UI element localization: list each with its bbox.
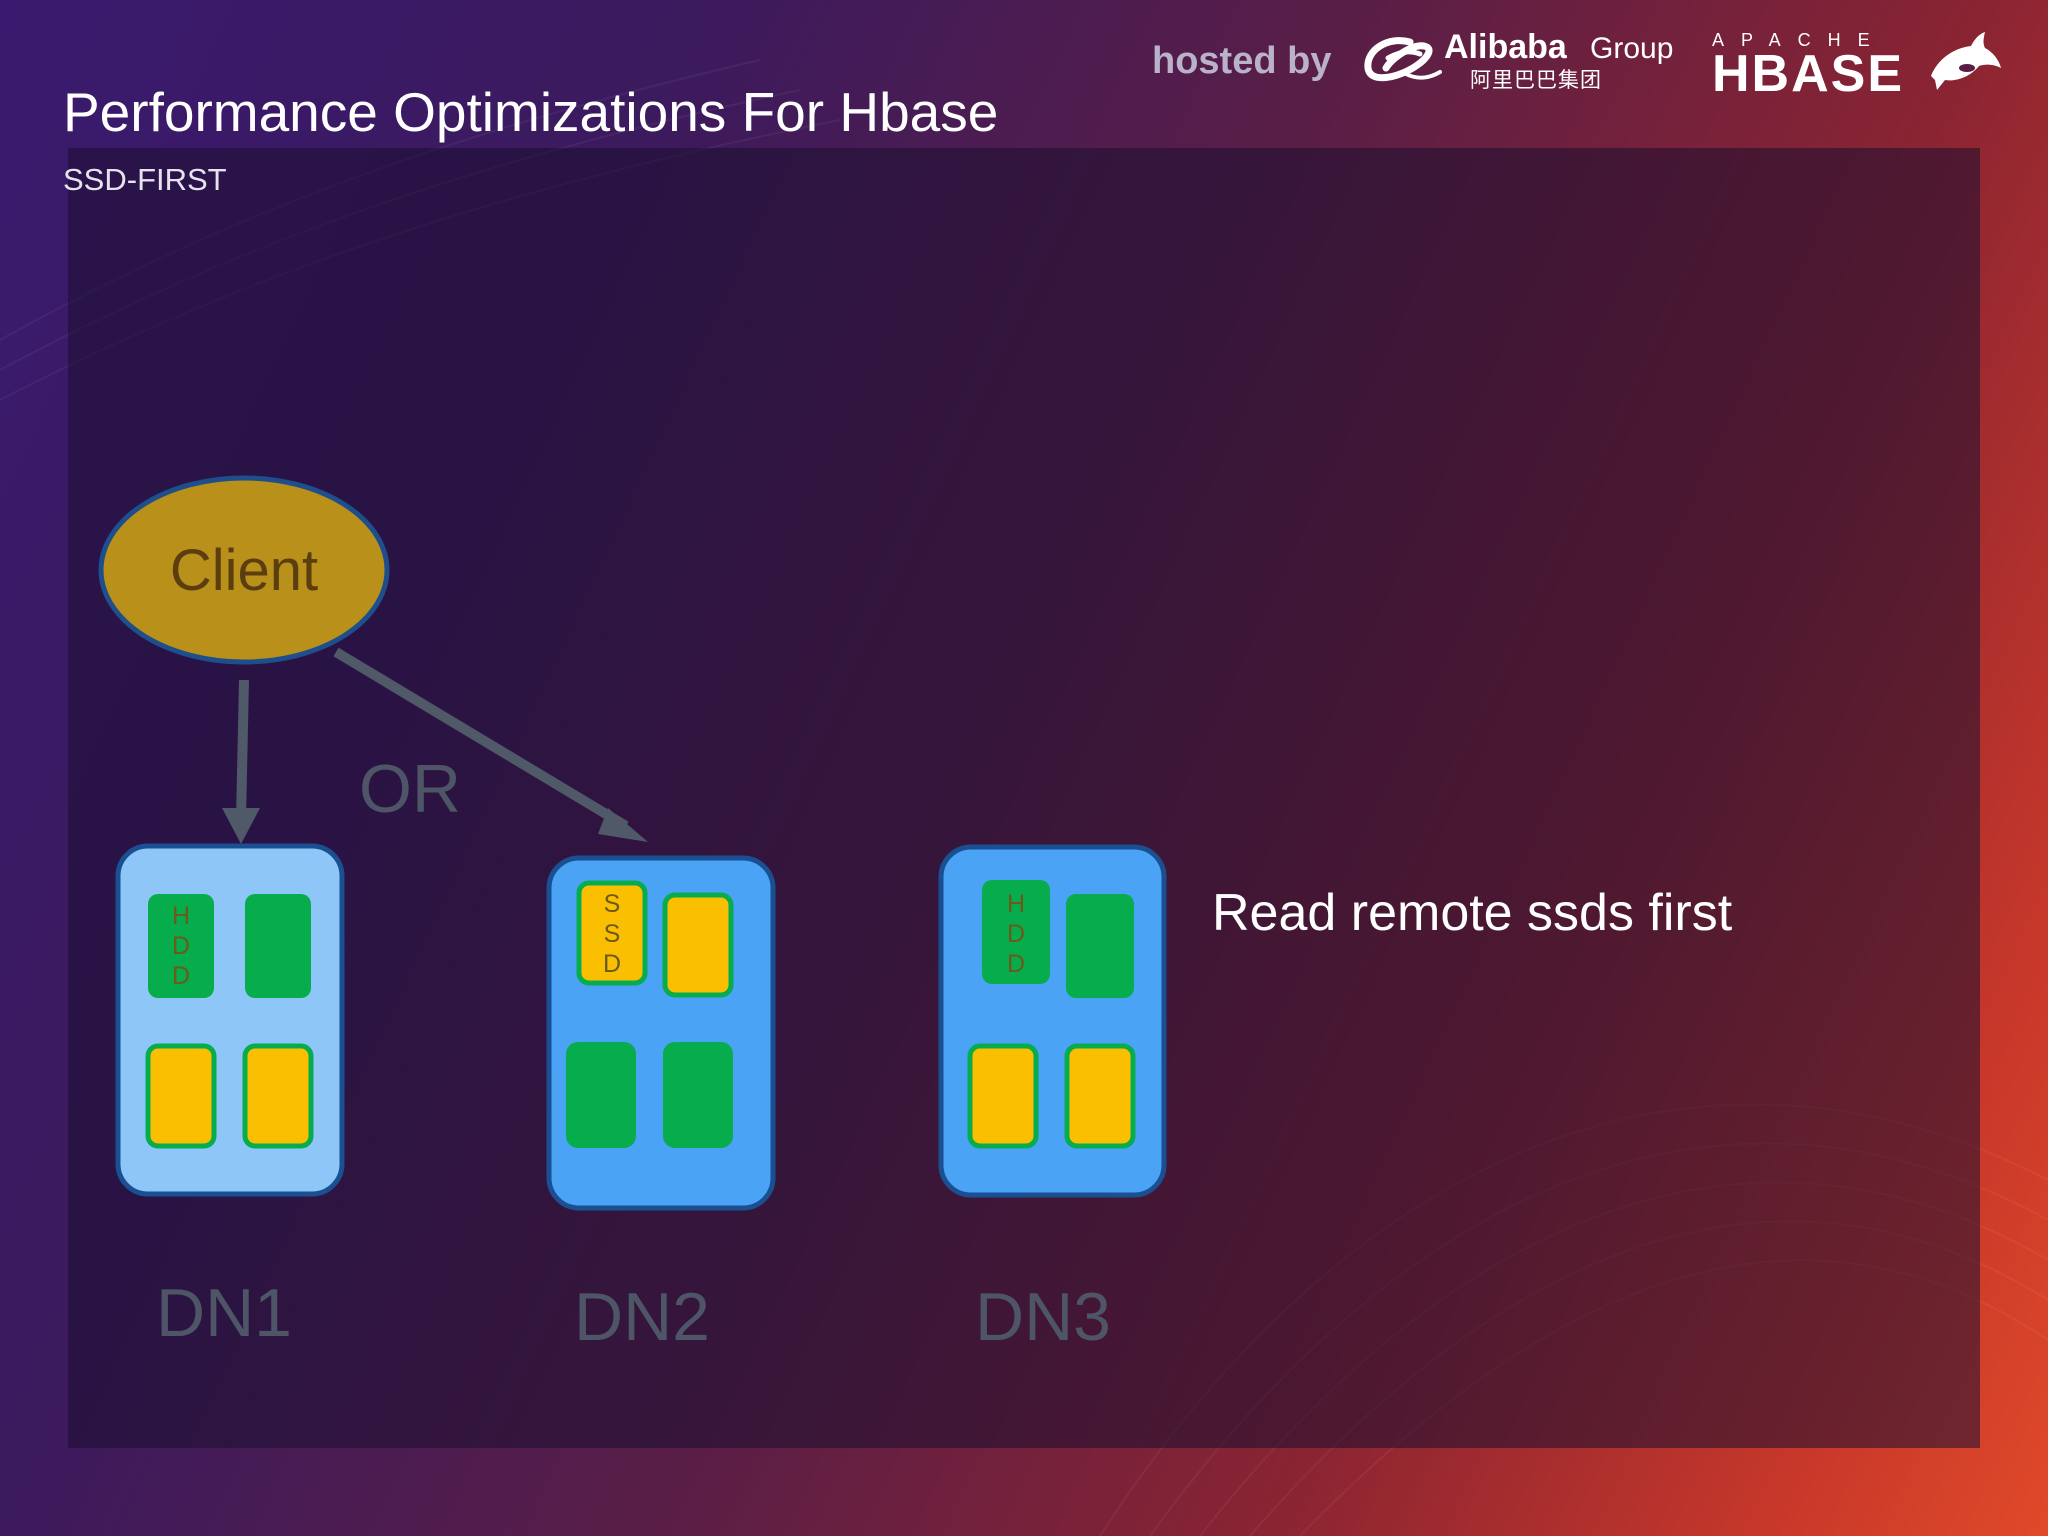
dn1-label: DN1 — [156, 1275, 292, 1351]
dn2-disk-letter: D — [603, 950, 621, 978]
or-label: OR — [359, 751, 461, 827]
slide-header: Performance Optimizations For Hbase SSD-… — [0, 0, 2048, 220]
dn2-disk-letter: S — [604, 890, 621, 918]
arrow-to-dn2 — [333, 647, 629, 831]
dn1-hdd-disk — [148, 894, 214, 998]
alibaba-chinese-name: 阿里巴巴集团 — [1470, 69, 1602, 92]
dn3-disk-letter: D — [1007, 950, 1025, 978]
dn2-disk-letter: S — [604, 920, 621, 948]
apache-hbase-logo: APACHE HBASE — [1712, 30, 2002, 103]
dn1-disk-letter: H — [172, 902, 190, 930]
orca-icon — [1931, 32, 2001, 90]
alibaba-name: Alibaba — [1444, 28, 1567, 66]
dn3-node: H D D — [938, 844, 1167, 1198]
dn2-disk — [566, 1042, 636, 1148]
content-panel — [68, 148, 1980, 1448]
dn1-disk — [145, 1043, 217, 1149]
arrow-to-dn1 — [236, 679, 249, 821]
dn3-hdd-disk — [982, 880, 1050, 984]
dn2-node: S S D — [546, 855, 776, 1211]
page-title: Performance Optimizations For Hbase — [63, 81, 999, 143]
dn3-label: DN3 — [975, 1279, 1111, 1355]
dn3-disk — [1064, 1043, 1136, 1149]
hosted-by-label: hosted by — [1152, 40, 1332, 82]
dn1-disk-letter: D — [172, 932, 190, 960]
dn2-ssd-disk — [576, 880, 648, 986]
page-subtitle: SSD-FIRST — [63, 162, 227, 197]
arrow-to-dn1-head — [222, 808, 260, 844]
client-node — [98, 475, 390, 665]
dn3-disk — [1066, 894, 1134, 998]
dn2-disk — [663, 1042, 733, 1148]
dn3-disk-letter: H — [1007, 890, 1025, 918]
arrow-to-dn2-head — [598, 808, 648, 842]
dn1-disk-letter: D — [172, 962, 190, 990]
dn2-label: DN2 — [574, 1279, 710, 1355]
apache-wordmark: APACHE — [1712, 30, 1887, 50]
dn3-disk — [967, 1043, 1039, 1149]
client-label: Client — [170, 538, 318, 603]
alibaba-logo: Alibaba Group 阿里巴巴集团 — [1358, 28, 1688, 92]
dn1-disk — [242, 1043, 314, 1149]
dn1-disk — [245, 894, 311, 998]
alibaba-icon — [1364, 37, 1442, 82]
dn2-disk — [662, 892, 734, 998]
hbase-wordmark: HBASE — [1712, 45, 1905, 103]
dn1-node: H D D — [115, 843, 345, 1197]
alibaba-group: Group — [1590, 32, 1674, 65]
note-text: Read remote ssds first — [1212, 884, 1733, 942]
dn3-disk-letter: D — [1007, 920, 1025, 948]
